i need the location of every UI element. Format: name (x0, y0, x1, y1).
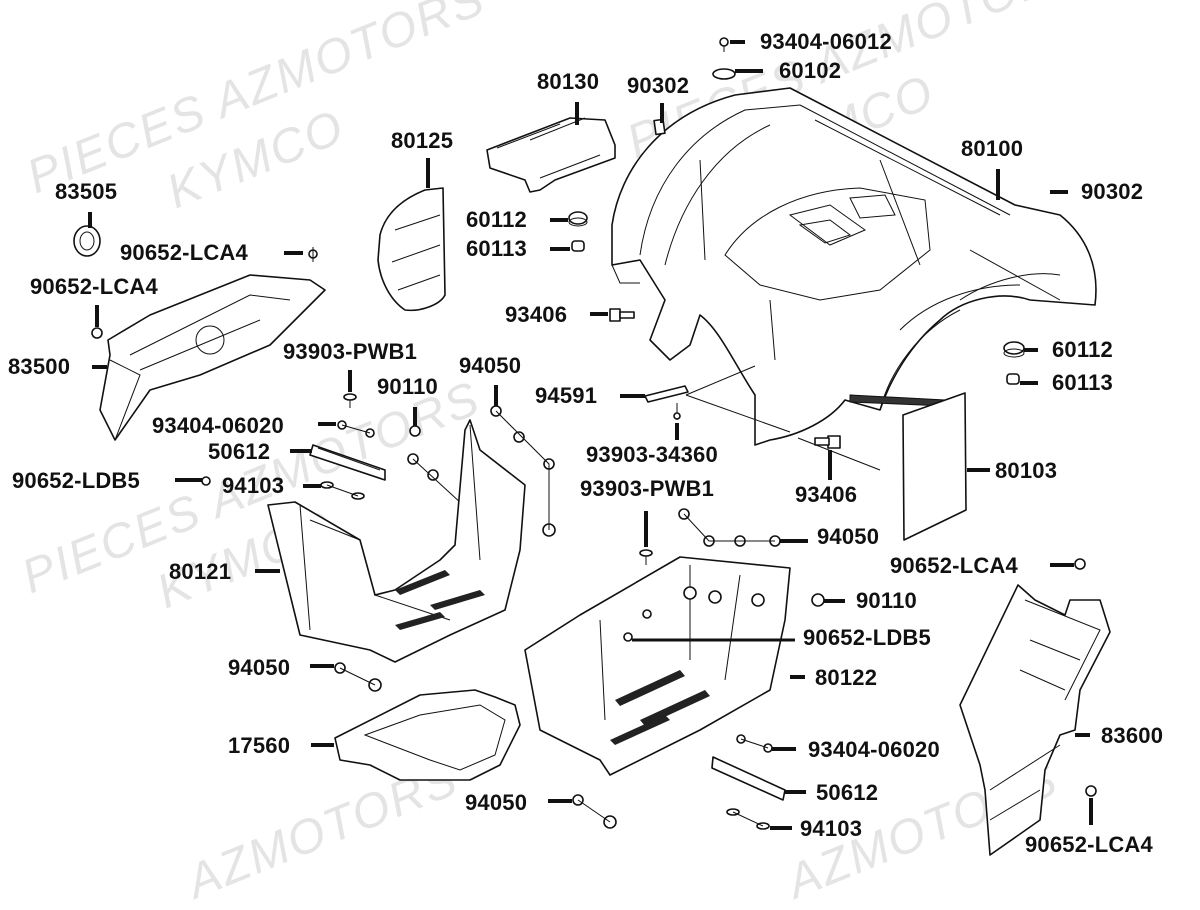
leader-lines (88, 40, 1093, 830)
clip-90652-lca4-c (1074, 558, 1086, 570)
part-label[interactable]: 94050 (459, 353, 522, 378)
part-label[interactable]: 90652-LCA4 (890, 553, 1018, 578)
part-label[interactable]: 93404-06020 (152, 413, 284, 438)
rear-fender-80100 (611, 87, 1097, 446)
nut-94050-b (678, 508, 781, 547)
part-label[interactable]: 80130 (537, 69, 600, 94)
grommet-83505 (73, 225, 101, 257)
part-label[interactable]: 94050 (465, 790, 528, 815)
part-label[interactable]: 83600 (1101, 723, 1164, 748)
side-panel-80125 (377, 187, 446, 312)
cover-17560 (334, 689, 521, 781)
part-label[interactable]: 50612 (816, 780, 879, 805)
left-cover-83500 (99, 274, 326, 441)
part-label[interactable]: 83500 (8, 354, 71, 379)
part-label[interactable]: 80122 (815, 665, 878, 690)
part-label[interactable]: 90110 (856, 588, 917, 613)
step-50612-b (711, 756, 786, 801)
part-label[interactable]: 94050 (817, 524, 880, 549)
part-label[interactable]: 60102 (779, 58, 842, 83)
part-label[interactable]: 90110 (377, 374, 438, 399)
grommet-60112-a (568, 211, 588, 227)
part-label[interactable]: 94103 (222, 473, 285, 498)
right-cover-83600 (959, 584, 1111, 856)
clip-90652-lca4-a (308, 247, 318, 262)
part-label[interactable]: 80103 (995, 458, 1058, 483)
floorboard-80122 (524, 556, 791, 776)
clip-90652-lca4-d (1085, 785, 1097, 797)
strip-94591 (644, 385, 689, 403)
part-label[interactable]: 93404-06012 (760, 29, 892, 54)
bolt-93404-06020-b (736, 734, 773, 753)
clip-90652-ldb5-a (201, 476, 211, 486)
part-label[interactable]: 90652-LCA4 (30, 274, 158, 299)
part-label[interactable]: 83505 (55, 179, 118, 204)
part-label[interactable]: 93903-PWB1 (580, 476, 715, 501)
part-label[interactable]: 94591 (535, 383, 598, 408)
part-label[interactable]: 90302 (1081, 179, 1144, 204)
part-label[interactable]: 80100 (961, 136, 1024, 161)
part-label[interactable]: 90652-LDB5 (12, 468, 140, 493)
bolt-93404-06012 (719, 37, 729, 52)
clip-90302-top (653, 118, 666, 136)
nut-94050-d (572, 794, 617, 829)
clip-90652-ldb5-b (623, 609, 652, 642)
fastener-93903-pwb1-a (343, 393, 357, 408)
washer-94103-a (320, 481, 365, 500)
collar-60113-b (1006, 373, 1020, 385)
part-label[interactable]: 60113 (1052, 370, 1113, 395)
collar-60113-a (571, 240, 585, 252)
part-label[interactable]: 90652-LCA4 (120, 240, 248, 265)
screw-93903-34360 (673, 403, 681, 420)
part-label[interactable]: 60112 (1052, 337, 1113, 362)
step-50612-a (309, 444, 386, 481)
washer-94103-b (726, 808, 770, 830)
part-label[interactable]: 17560 (228, 733, 291, 758)
cap-60102 (712, 68, 736, 80)
part-label[interactable]: 94103 (800, 816, 863, 841)
part-label[interactable]: 93406 (505, 302, 568, 327)
nut-94050-a (490, 405, 556, 537)
fastener-93903-pwb1-b (639, 549, 653, 565)
part-label[interactable]: 90652-LDB5 (803, 625, 931, 650)
panel-80103 (902, 392, 967, 541)
part-label[interactable]: 93903-34360 (586, 442, 718, 467)
part-label[interactable]: 93903-PWB1 (283, 339, 418, 364)
nut-94050-c (334, 662, 382, 692)
part-label[interactable]: 93404-06020 (808, 737, 940, 762)
clip-90652-lca4-b (91, 327, 103, 339)
part-label[interactable]: 80121 (169, 559, 232, 584)
bolt-93406-a (609, 308, 635, 322)
grommet-60112-b (1003, 341, 1025, 358)
part-label[interactable]: 50612 (208, 439, 271, 464)
part-label[interactable]: 94050 (228, 655, 291, 680)
floorboard-80121 (267, 419, 526, 663)
part-label[interactable]: 90302 (627, 73, 690, 98)
bolt-93406-b (814, 435, 841, 449)
bolt-93404-06020-a (337, 420, 375, 438)
tray-80130 (486, 117, 616, 193)
part-label[interactable]: 80125 (391, 128, 454, 153)
part-label[interactable]: 60113 (466, 236, 527, 261)
part-label[interactable]: 93406 (795, 482, 858, 507)
part-label[interactable]: 90652-LCA4 (1025, 832, 1153, 857)
part-label[interactable]: 60112 (466, 207, 527, 232)
